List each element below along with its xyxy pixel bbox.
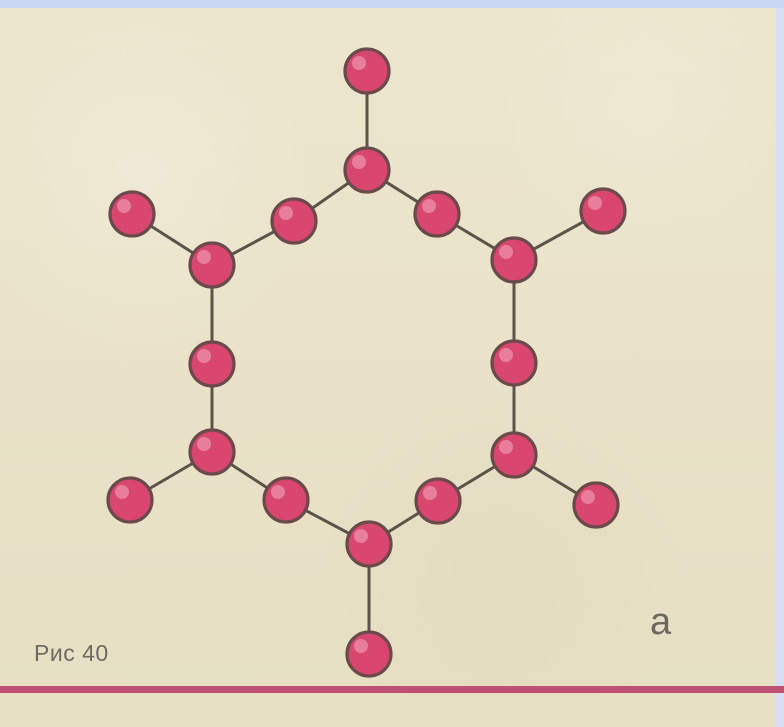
paper-panel xyxy=(0,8,784,727)
atom-lower-left-inner xyxy=(262,476,310,524)
atom-upper-right-inner xyxy=(413,190,461,238)
atom-upper-right-junction xyxy=(490,236,538,284)
atom-lower-right-outer xyxy=(572,481,620,529)
atom-lower-right-junction xyxy=(490,431,538,479)
atom-upper-left-junction xyxy=(188,241,236,289)
right-border-band xyxy=(776,8,784,727)
panel-label: a xyxy=(650,601,672,643)
atom-group xyxy=(106,47,627,678)
figure-caption: Рис 40 xyxy=(34,640,109,666)
atom-lower-left-junction xyxy=(188,428,236,476)
atom-upper-left-outer xyxy=(108,190,156,238)
atom-upper-left-inner xyxy=(270,197,318,245)
atom-lower-left-outer xyxy=(106,476,154,524)
bottom-rule-line xyxy=(0,686,784,693)
atom-right-middle xyxy=(490,339,538,387)
atom-bottom-center xyxy=(345,520,393,568)
atom-lower-right-inner xyxy=(414,477,462,525)
atom-left-middle xyxy=(188,340,236,388)
atom-upper-right-outer xyxy=(579,187,627,235)
atom-bottom xyxy=(345,630,393,678)
atom-top-center xyxy=(343,146,391,194)
atom-top xyxy=(343,47,391,95)
